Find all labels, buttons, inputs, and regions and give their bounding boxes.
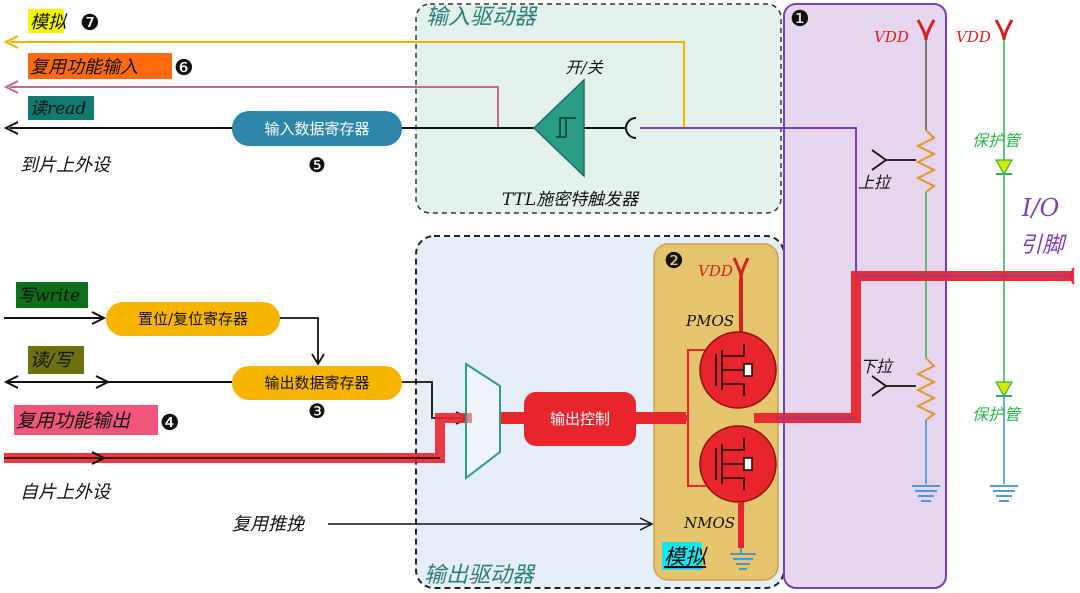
protect-top-label: 保护管 — [972, 131, 1023, 150]
analog-line — [10, 41, 685, 128]
output-block-title: 输出驱动器 — [424, 563, 536, 588]
input-reg-label: 输入数据寄存器 — [264, 120, 369, 138]
alt-pushpull-label: 复用推挽 — [232, 514, 306, 535]
read-label: 读read — [30, 99, 86, 119]
input-signal-line — [640, 127, 857, 280]
vdd-pullup-label: VDD — [874, 28, 909, 46]
vdd-protect-icon — [994, 19, 1014, 41]
output-reg-label: 输出数据寄存器 — [264, 374, 369, 392]
svg-text:❼: ❼ — [80, 11, 100, 36]
analog-bottom-label: 模拟 — [664, 545, 708, 569]
svg-text:❻: ❻ — [174, 56, 194, 81]
output-control — [524, 392, 636, 446]
set-reset-label: 置位/复位寄存器 — [138, 310, 248, 328]
svg-text:❺: ❺ — [308, 153, 326, 177]
analog-top-label: 模拟 — [30, 12, 68, 33]
io-pin-label-2: 引脚 — [1020, 233, 1067, 258]
protect-diode-top — [994, 159, 1014, 176]
io-pin-label-1: I/O — [1021, 194, 1060, 222]
output-control-label: 输出控制 — [550, 410, 610, 428]
output-data-register — [232, 366, 402, 400]
pulldown-label: 下拉 — [860, 357, 894, 376]
alt-input-label: 复用功能输入 — [30, 57, 138, 78]
pmos-label: PMOS — [685, 312, 734, 330]
from-peripheral-label: 自片上外设 — [20, 482, 112, 503]
svg-text:❸: ❸ — [308, 399, 326, 423]
svg-text:❷: ❷ — [664, 249, 684, 274]
rw-label: 读/写 — [30, 350, 75, 371]
pulldown-resistor — [915, 357, 937, 421]
protect-diode-bottom — [994, 381, 1014, 398]
ground-protect-icon — [990, 485, 1018, 502]
input-block-title: 输入驱动器 — [426, 5, 538, 30]
ground-mos-icon — [730, 553, 756, 570]
vdd-protect-label: VDD — [956, 28, 991, 46]
input-driver-block — [415, 3, 782, 214]
to-peripheral-label: 到片上外设 — [20, 155, 112, 176]
nmos-label: NMOS — [683, 514, 735, 532]
pullup-resistor — [915, 129, 937, 193]
alt-output-label: 复用功能输出 — [16, 410, 131, 432]
switch-label: 开/关 — [565, 58, 603, 77]
hysteresis-icon — [556, 117, 576, 138]
output-mux — [465, 362, 501, 481]
input-data-register — [232, 111, 402, 146]
write-label: 写write — [18, 286, 80, 306]
protect-bottom-label: 保护管 — [972, 405, 1023, 424]
alt-input-line — [10, 86, 499, 128]
set-reset-register — [106, 302, 280, 336]
io-pin-icon — [1070, 267, 1075, 285]
pullup-label: 上拉 — [858, 173, 892, 192]
svg-text:❶: ❶ — [790, 7, 810, 32]
ground-pulldown-icon — [912, 485, 940, 502]
protection-block — [783, 3, 947, 589]
svg-text:❹: ❹ — [160, 411, 180, 436]
vdd-mos-label: VDD — [698, 262, 733, 280]
schmitt-label: TTL施密特触发器 — [502, 190, 640, 210]
